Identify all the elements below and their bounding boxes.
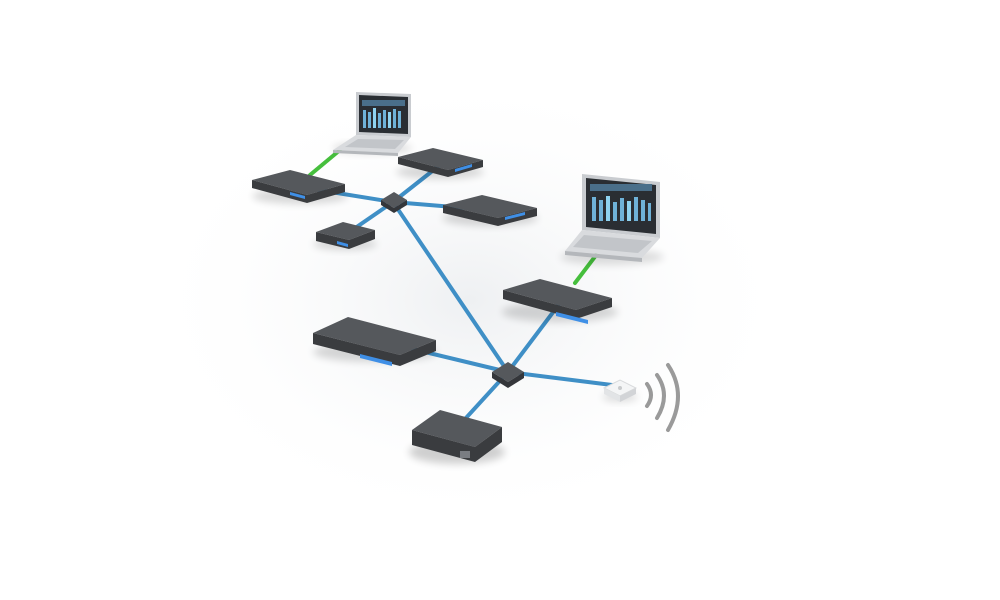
link-access-point [506, 370, 614, 387]
wifi-signal-icon [645, 363, 680, 432]
device-d-led [505, 212, 525, 220]
switch-top [381, 192, 407, 213]
device-c [313, 222, 377, 250]
device-b-led [455, 164, 472, 172]
device-f [502, 279, 618, 324]
device-a-led [290, 192, 305, 199]
link-switch-trunk [391, 200, 510, 374]
laptop-left [332, 92, 412, 156]
device-e [313, 317, 437, 366]
switch-bottom [492, 362, 524, 388]
device-e-led [360, 354, 392, 366]
device-b [396, 148, 484, 179]
device-f-led [556, 312, 588, 324]
wireless-access-point [602, 379, 638, 402]
device-d [442, 195, 538, 226]
laptop-left-faders [362, 100, 405, 128]
device-g-port [460, 451, 470, 458]
laptop-right [560, 174, 664, 265]
laptop-right-faders [590, 184, 652, 221]
device-a [252, 170, 348, 204]
usb-link-laptop-left [308, 148, 342, 177]
device-c-led [337, 241, 348, 247]
device-g [409, 410, 505, 464]
